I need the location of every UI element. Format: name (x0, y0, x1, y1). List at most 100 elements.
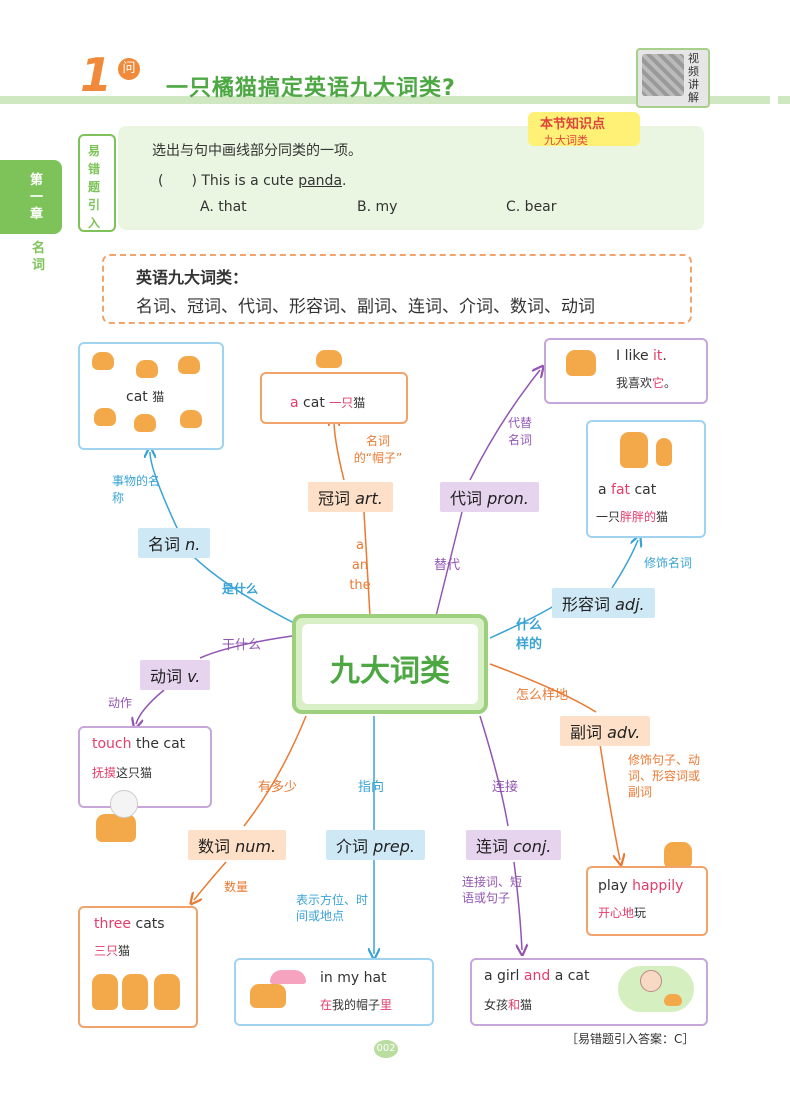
header-bar (0, 96, 770, 104)
intro-tab (78, 134, 116, 232)
qr-code-icon[interactable] (642, 54, 684, 96)
pronoun-example-cn: 我喜欢它。 (616, 374, 676, 391)
cat-icon (178, 356, 200, 374)
preposition-label-en: prep. (373, 837, 415, 856)
preposition-link: 指向 (358, 780, 385, 795)
adjective-cn-a: 一只 (596, 510, 621, 524)
page-title: 一只橘猫搞定英语九大词类? (166, 76, 456, 101)
article-label-en: art. (355, 489, 383, 508)
question-number: 1 (80, 48, 113, 102)
adjective-label-en: adj. (615, 595, 645, 614)
adjective-example-box (586, 420, 706, 538)
adverb-example: play happily (598, 878, 683, 894)
preposition-label-cn: 介词 (336, 837, 369, 856)
conjunction-ex-c: a cat (550, 968, 590, 984)
girl-icon (640, 970, 662, 992)
verb-label-en: v. (187, 667, 201, 686)
pronoun-note: 代替名词 (508, 416, 533, 447)
cat-icon (96, 814, 136, 842)
center-title: 九大词类 (330, 654, 450, 689)
conjunction-note: 连接词、短语或句子 (462, 875, 523, 905)
numeral-label-en: num. (235, 837, 277, 856)
option-a: A. that (200, 199, 247, 215)
center-inner (302, 624, 478, 704)
adjective-ex-a: a (598, 482, 612, 498)
pronoun-ex-c: . (662, 348, 667, 364)
noun-label-cn: 名词 (148, 535, 181, 554)
adjective-label-cn: 形容词 (562, 595, 611, 614)
pronoun-cn-c: 。 (664, 376, 677, 390)
article-ex-red: a (290, 395, 299, 411)
adverb-label: 副词 adv. (560, 716, 651, 746)
pronoun-link: 替代 (434, 558, 461, 573)
sentence-prefix: ( ) This is a cute (158, 173, 299, 189)
noun-note: 事物的名称 (112, 474, 161, 505)
verb-link: 干什么 (222, 638, 262, 653)
pronoun-cn-red: 它 (652, 376, 665, 390)
verb-example-cn: 抚摸这只猫 (92, 764, 152, 781)
adverb-example-cn: 开心地玩 (598, 904, 646, 921)
intro-tab-label: 易错题引入 (88, 144, 101, 230)
chapter-name: 名词 (32, 241, 46, 273)
adjective-link: 什么样的 (515, 618, 542, 652)
header-bar-end (778, 96, 790, 104)
cat-icon (656, 438, 672, 466)
cat-icon (154, 974, 180, 1010)
pronoun-label-cn: 代词 (450, 489, 483, 508)
adjective-example-cn: 一只胖胖的猫 (596, 508, 668, 525)
conjunction-example: a girl and a cat (484, 968, 590, 984)
adverb-note: 修饰句子、动词、形容词或副词 (628, 753, 701, 799)
cat-icon (92, 974, 118, 1010)
noun-label: 名词 n. (138, 528, 211, 558)
question-badge: 问 (118, 58, 140, 80)
verb-label-cn: 动词 (150, 667, 183, 686)
preposition-cn-b: 我的帽子 (332, 998, 381, 1012)
sentence-underline: panda (298, 173, 343, 189)
preposition-cn-a: 在 (320, 998, 333, 1012)
preposition-example: in my hat (320, 970, 387, 986)
noun-example: cat 猫 (126, 388, 164, 405)
adjective-example: a fat cat (598, 482, 656, 498)
conjunction-example-cn: 女孩和猫 (484, 996, 532, 1013)
numeral-label-cn: 数词 (198, 837, 231, 856)
adjective-note: 修饰名词 (644, 556, 693, 570)
article-example: a cat 一只猫 (290, 394, 365, 411)
summary-title: 英语九大词类： (136, 268, 249, 287)
cat-icon (136, 360, 158, 378)
cat-icon (664, 842, 692, 868)
cat-icon (122, 974, 148, 1010)
cat-icon (94, 408, 116, 426)
noun-example-en: cat (126, 389, 148, 405)
cat-icon (316, 350, 342, 368)
adjective-label: 形容词 adj. (552, 588, 655, 618)
article-ex-cn-red: 一只 (329, 396, 354, 410)
conjunction-link: 连接 (492, 780, 519, 795)
article-note: 名词的“帽子” (353, 434, 403, 465)
child-icon (110, 790, 138, 818)
cat-icon (664, 994, 682, 1006)
page-number: 002 (374, 1040, 398, 1058)
adjective-cn-c: 猫 (656, 510, 669, 524)
verb-cn-rest: 这只猫 (116, 766, 153, 780)
answer-note: ［易错题引入答案：C］ (566, 1032, 695, 1046)
numeral-example: three cats (94, 916, 165, 932)
adverb-cn-rest: 玩 (634, 906, 647, 920)
video-label: 视频讲解 (688, 52, 699, 104)
pronoun-label: 代词 pron. (440, 482, 539, 512)
verb-ex-rest: the cat (131, 736, 186, 752)
conjunction-label-cn: 连词 (476, 837, 509, 856)
numeral-ex-red: three (94, 916, 132, 932)
adverb-ex-a: play (598, 878, 633, 894)
adverb-example-box (586, 866, 708, 936)
verb-cn-red: 抚摸 (92, 766, 117, 780)
article-ex-cn-rest: 猫 (353, 396, 366, 410)
option-c: C. bear (506, 199, 557, 215)
preposition-example-box (234, 958, 434, 1026)
pronoun-example: I like it. (616, 348, 667, 364)
adverb-label-en: adv. (607, 723, 641, 742)
adjective-ex-c: cat (630, 482, 657, 498)
conjunction-cn-c: 猫 (520, 998, 533, 1012)
numeral-cn-rest: 猫 (118, 944, 131, 958)
cat-icon (134, 414, 156, 432)
